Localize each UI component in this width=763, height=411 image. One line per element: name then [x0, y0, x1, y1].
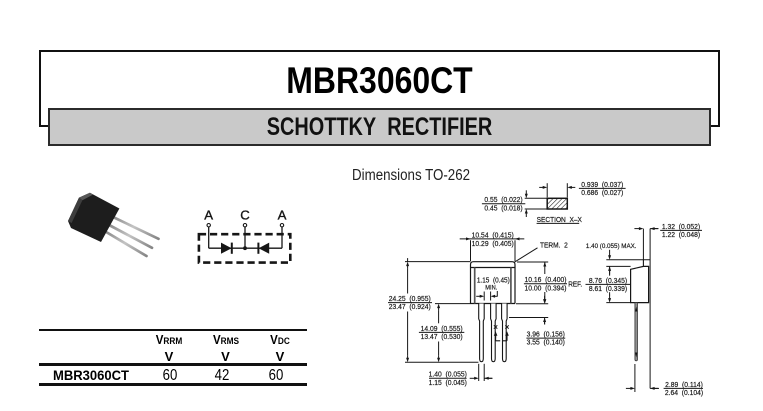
svg-text:10.16 (0.400): 10.16 (0.400)	[524, 277, 566, 284]
svg-text:3.96 (0.156): 3.96 (0.156)	[527, 331, 565, 338]
svg-text:1.40 (0.055) MAX.: 1.40 (0.055) MAX.	[586, 243, 637, 250]
svg-text:8.61 (0.339): 8.61 (0.339)	[589, 286, 627, 293]
svg-text:REF.: REF.	[568, 281, 582, 288]
svg-text:MIN.: MIN.	[485, 285, 497, 291]
svg-text:8.76 (0.345): 8.76 (0.345)	[589, 278, 627, 285]
svg-text:0.55 (0.022): 0.55 (0.022)	[484, 197, 522, 204]
svg-text:1.32 (0.052): 1.32 (0.052)	[662, 224, 700, 231]
svg-text:14.09 (0.555): 14.09 (0.555)	[421, 326, 463, 333]
svg-text:13.47 (0.530): 13.47 (0.530)	[421, 334, 463, 341]
svg-text:23.47 (0.924): 23.47 (0.924)	[389, 304, 431, 311]
svg-text:0.686 (0.027): 0.686 (0.027)	[581, 190, 623, 197]
svg-text:1.22 (0.048): 1.22 (0.048)	[662, 232, 700, 239]
svg-text:24.25 (0.955): 24.25 (0.955)	[389, 296, 431, 303]
svg-text:10.29 (0.405): 10.29 (0.405)	[472, 241, 514, 248]
svg-text:1.40 (0.055): 1.40 (0.055)	[429, 372, 467, 379]
svg-text:3.55 (0.140): 3.55 (0.140)	[527, 340, 565, 347]
svg-text:A: A	[278, 208, 287, 223]
svg-text:10.54 (0.415): 10.54 (0.415)	[472, 232, 514, 239]
svg-text:C: C	[240, 208, 250, 223]
svg-text:1.15 (0.045): 1.15 (0.045)	[429, 380, 467, 387]
svg-text:0.939 (0.037): 0.939 (0.037)	[581, 182, 623, 189]
svg-text:2.64 (0.104): 2.64 (0.104)	[665, 390, 703, 397]
svg-text:SECTION X–X: SECTION X–X	[537, 217, 583, 224]
svg-text:2.89 (0.114): 2.89 (0.114)	[665, 382, 703, 389]
svg-text:1.15 (0.45): 1.15 (0.45)	[477, 277, 510, 284]
svg-text:0.45 (0.018): 0.45 (0.018)	[484, 205, 522, 212]
svg-text:A: A	[204, 208, 213, 223]
svg-text:TERM. 2: TERM. 2	[540, 242, 568, 249]
svg-text:10.00 (0.394): 10.00 (0.394)	[524, 285, 566, 292]
